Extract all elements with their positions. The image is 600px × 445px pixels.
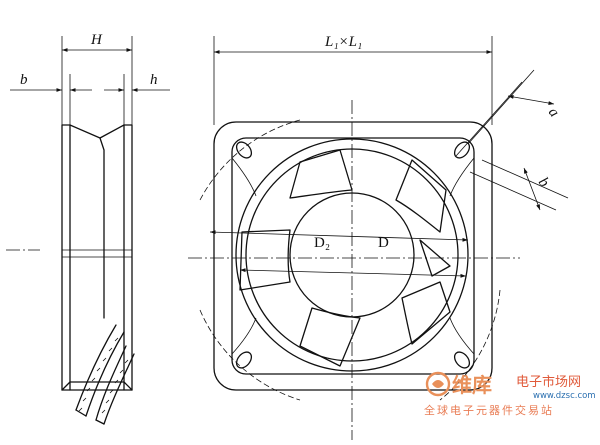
mounting-slot-bottom-right: [453, 351, 471, 369]
cable-braid-b: [101, 359, 129, 414]
slot-dimensions: a b: [455, 69, 569, 211]
mounting-slot-bottom-left: [235, 351, 253, 369]
strut-top-right: [449, 157, 475, 197]
outer-arc-bottom-left: [199, 309, 301, 401]
cable-strand-4: [103, 353, 135, 425]
slot-leader-4: [481, 159, 569, 199]
blade-right: [395, 159, 447, 233]
side-label-b: b: [20, 72, 28, 88]
frame-outer: [213, 121, 493, 391]
front-label-b: b: [535, 175, 553, 191]
cable-braid-a: [78, 337, 119, 412]
slot-leader-2: [467, 69, 535, 145]
fan-side-body: [61, 124, 133, 391]
d-dimension-line: [239, 268, 467, 278]
strut-top-left: [231, 157, 257, 197]
side-groove: [99, 137, 105, 319]
side-view: H b h: [6, 32, 170, 425]
side-bottom-bevel: [61, 381, 133, 391]
mounting-slot-top-left: [235, 141, 253, 159]
cable-strand-2: [85, 331, 125, 417]
side-label-H: H: [90, 32, 103, 48]
outer-arc-top-left: [199, 119, 301, 201]
watermark-url: www.dzsc.com: [533, 391, 596, 401]
watermark-logo-mark: [432, 380, 444, 388]
strut-bottom-right: [449, 317, 475, 355]
outer-arc-bottom-right: [439, 289, 501, 401]
slot-leader-1: [455, 81, 523, 157]
a-dimension-line: [507, 95, 555, 105]
side-label-h: h: [150, 72, 158, 88]
blade-bottom-right: [401, 281, 451, 345]
watermark-logo-icon: [425, 371, 451, 397]
d2-dimension-line: [209, 230, 469, 242]
front-view: L₁×L₁ D₂: [188, 34, 569, 440]
front-label-a: a: [545, 105, 562, 121]
cable-bundle: [75, 324, 135, 425]
cable-strand-3: [95, 345, 127, 421]
blade-top: [289, 149, 353, 199]
strut-bottom-left: [231, 317, 257, 355]
b-dimension-line: [523, 167, 541, 211]
watermark: 维库 电子市场网 www.dzsc.com 全球电子元器件交易站: [424, 371, 596, 417]
watermark-tagline: 全球电子元器件交易站: [424, 403, 554, 417]
blade-bottom: [299, 307, 361, 367]
front-label-D: D: [378, 235, 389, 251]
front-label-L: L₁×L₁: [324, 34, 362, 50]
front-label-D2: D₂: [314, 235, 330, 251]
frame-inner: [231, 137, 475, 375]
watermark-logo-text: 维库: [452, 373, 492, 397]
cable-ends: [75, 409, 105, 425]
cable-strand-1: [75, 324, 117, 411]
slot-leader-3: [469, 171, 557, 211]
watermark-site-name: 电子市场网: [516, 374, 581, 390]
